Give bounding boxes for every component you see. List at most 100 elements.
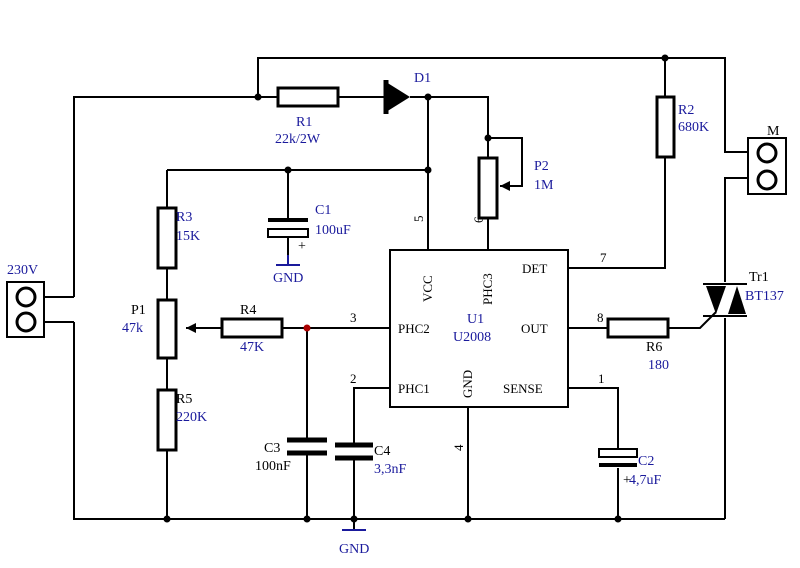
junction xyxy=(163,515,171,523)
pin-number-7: 7 xyxy=(600,250,607,265)
label-c2-val: 4,7uF xyxy=(629,473,662,488)
label-tr1-val: BT137 xyxy=(745,289,784,304)
resistor-r1 xyxy=(276,86,340,108)
resistor-r6 xyxy=(606,317,670,339)
ic-pin-phc1: PHC1 xyxy=(398,381,430,396)
label-r5-val: 220K xyxy=(176,410,207,425)
ic-pin-vcc: VCC xyxy=(420,275,435,302)
ic-part-number: U2008 xyxy=(453,330,491,345)
label-c4-val: 3,3nF xyxy=(374,462,407,477)
terminal-mains xyxy=(6,281,45,338)
label-d1-ref: D1 xyxy=(414,71,431,86)
pin-number-3: 3 xyxy=(350,310,357,325)
wire-top-left xyxy=(73,96,278,297)
label-r4-val: 47K xyxy=(240,340,264,355)
wire-sense xyxy=(568,387,619,448)
wire-d1-right xyxy=(410,96,489,158)
terminal-motor-screw xyxy=(756,169,778,191)
label-gnd-bottom: GND xyxy=(339,542,369,557)
triac-tr1-triangle-right xyxy=(728,286,746,314)
label-r6-ref: R6 xyxy=(646,340,662,355)
gnd-symbol-top xyxy=(276,255,300,266)
terminal-motor xyxy=(747,137,787,195)
diode-d1-triangle xyxy=(386,82,410,112)
capacitor-c1-plate-bottom xyxy=(267,228,309,238)
label-mains: 230V xyxy=(7,263,38,278)
label-r4-ref: R4 xyxy=(240,303,256,318)
label-tr1-ref: Tr1 xyxy=(749,270,769,285)
resistor-r5 xyxy=(156,388,178,452)
ic-pin-phc3: PHC3 xyxy=(480,273,495,305)
label-r3-ref: R3 xyxy=(176,210,192,225)
label-p2-ref: P2 xyxy=(534,159,549,174)
label-m-ref: M xyxy=(767,124,780,139)
label-c4-ref: C4 xyxy=(374,444,390,459)
junction xyxy=(303,515,311,523)
pin-number-6: 6 xyxy=(471,216,486,223)
potentiometer-p2 xyxy=(477,156,499,220)
ic-pin-sense: SENSE xyxy=(503,381,543,396)
capacitor-c1: + xyxy=(267,218,309,254)
ic-ref-u1: U1 xyxy=(467,312,484,327)
pin-number-1: 1 xyxy=(598,371,605,386)
junction xyxy=(254,93,262,101)
capacitor-c3 xyxy=(287,437,327,456)
triac-tr1 xyxy=(703,283,747,317)
wire-r2-det xyxy=(568,157,666,269)
label-c1-ref: C1 xyxy=(315,203,331,218)
label-r2-val: 680K xyxy=(678,120,709,135)
label-c3-ref: C3 xyxy=(264,441,280,456)
label-r1-val: 22k/2W xyxy=(275,132,321,147)
capacitor-c1-plus: + xyxy=(298,239,306,254)
capacitor-c2-plate-top xyxy=(598,448,638,458)
junction xyxy=(661,54,669,62)
terminal-mains-screw xyxy=(15,286,37,308)
terminal-mains-screw xyxy=(15,311,37,333)
triac-tr1-triangle-left xyxy=(706,286,726,314)
label-c3-val: 100nF xyxy=(255,459,291,474)
wire-motor-triac xyxy=(724,177,748,282)
diode-d1 xyxy=(383,80,410,114)
junction xyxy=(614,515,622,523)
ic-pin-gnd: GND xyxy=(460,370,475,398)
pin-number-4: 4 xyxy=(451,444,466,451)
wire-r6-gate xyxy=(668,311,717,329)
label-r5-ref: R5 xyxy=(176,392,192,407)
capacitor-c4 xyxy=(335,442,373,461)
wires xyxy=(44,57,748,530)
junctions xyxy=(163,54,669,523)
wire-p2-wiper xyxy=(488,137,523,187)
junction xyxy=(464,515,472,523)
resistor-r4 xyxy=(220,317,284,339)
label-p2-val: 1M xyxy=(534,178,554,193)
wire-top-loop xyxy=(257,57,748,153)
label-r3-val: 15K xyxy=(176,229,200,244)
resistor-r3 xyxy=(156,206,178,270)
ic-pin-phc2: PHC2 xyxy=(398,321,430,336)
ic-u1-body xyxy=(389,249,569,408)
label-p1-val: 47k xyxy=(122,321,143,336)
junction xyxy=(484,134,492,142)
junction-red xyxy=(303,324,311,332)
terminal-motor-screw xyxy=(756,142,778,164)
ic-pin-out: OUT xyxy=(521,321,548,336)
wire-bottom-rail xyxy=(73,322,725,520)
label-r2-ref: R2 xyxy=(678,103,694,118)
pin-number-2: 2 xyxy=(350,371,357,386)
capacitor-c2-plus: + xyxy=(623,473,631,488)
potentiometer-p1-arrow xyxy=(186,323,196,333)
potentiometer-p1 xyxy=(156,298,178,360)
resistor-r2 xyxy=(655,95,676,159)
label-c2-ref: C2 xyxy=(638,454,654,469)
capacitor-c2: + xyxy=(598,448,638,488)
label-r1-ref: R1 xyxy=(296,115,312,130)
label-gnd-top: GND xyxy=(273,271,303,286)
pin-number-8: 8 xyxy=(597,310,604,325)
junction xyxy=(424,93,432,101)
ic-pin-det: DET xyxy=(522,261,547,276)
label-r6-val: 180 xyxy=(648,358,669,373)
junction xyxy=(284,166,292,174)
junction xyxy=(350,515,358,523)
wire-phc1 xyxy=(353,387,390,443)
